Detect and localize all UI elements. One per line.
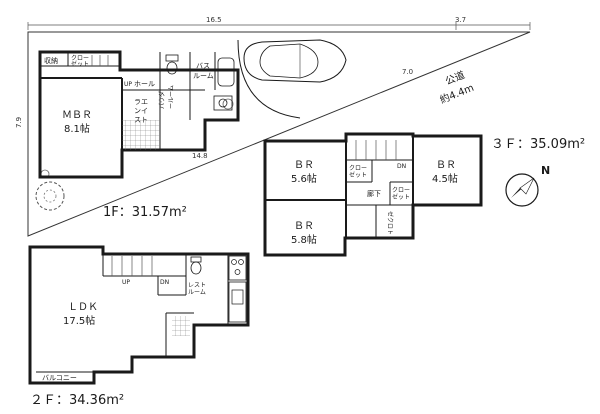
room-walkin-1: ラエ xyxy=(134,98,148,106)
floor-1: 収納 クロー ゼット ＭＢＲ 8.1帖 UP ホール バス ルーム ラエ ンイ … xyxy=(38,50,240,220)
room-walkin-3: スト xyxy=(134,116,148,124)
room-closet-3f-b1: クロー xyxy=(392,187,410,194)
room-powder-1: パウダ xyxy=(158,91,166,109)
room-closet-3f-c: ゼクロト xyxy=(386,211,394,235)
label-dn-2f: DN xyxy=(160,279,169,286)
dim-left: 7.9 xyxy=(15,117,23,128)
label-dn-3f: DN xyxy=(397,163,406,170)
stairs-3f xyxy=(355,140,397,160)
stove-icon xyxy=(228,255,247,281)
compass-icon: N xyxy=(505,164,550,207)
room-storage-1f: 収納 xyxy=(44,56,58,65)
room-mbr: ＭＢＲ xyxy=(62,110,92,121)
floor-2: ＬＤＫ 17.5帖 UP DN レスト ルーム バルコニー ２Ｆ：34.36m² xyxy=(28,245,250,408)
dim-diagonal: 14.8 xyxy=(192,152,208,160)
room-rest-2: ルーム xyxy=(188,289,206,296)
room-walkin-2: ンイ xyxy=(134,107,148,115)
room-br3-size: 5.8帖 xyxy=(291,233,317,246)
label-up-2f: UP xyxy=(122,279,130,286)
kitchen-counter xyxy=(228,281,247,323)
dim-top-right: 3.7 xyxy=(455,16,466,24)
sink-icon xyxy=(213,95,233,111)
room-closet-1f-b: ゼット xyxy=(71,60,89,68)
room-br2: ＢＲ xyxy=(436,160,456,171)
floor-3: ＢＲ 5.6帖 ＢＲ 4.5帖 ＢＲ 5.8帖 クロー ゼット クロー ゼット … xyxy=(263,132,585,257)
room-mbr-size: 8.1帖 xyxy=(64,122,90,135)
bathtub-icon xyxy=(217,57,235,87)
room-ldk: ＬＤＫ xyxy=(68,302,98,313)
room-bath-2: ルーム xyxy=(193,72,214,80)
room-powder-2: ールーム xyxy=(168,85,175,109)
room-closet-3f-a2: ゼット xyxy=(349,171,367,179)
toilet-icon xyxy=(165,54,179,75)
label-up-1f: UP xyxy=(124,81,132,88)
room-closet-3f-a1: クロー xyxy=(349,165,367,172)
floor-3-area: ３Ｆ：35.09m² xyxy=(491,137,585,152)
tree-icon xyxy=(35,181,65,211)
room-br3: ＢＲ xyxy=(294,221,314,232)
site-lot: 16.5 3.7 7.0 7.9 14.8 公道 約4.4m xyxy=(15,16,531,237)
room-br1: ＢＲ xyxy=(294,160,314,171)
site-boundary xyxy=(27,31,531,237)
dim-road-side: 7.0 xyxy=(402,68,413,76)
toilet-icon xyxy=(190,256,202,275)
floor-2-area: ２Ｆ：34.36m² xyxy=(30,393,124,408)
room-corridor: 廊下 xyxy=(367,189,381,198)
compass-north: N xyxy=(541,164,550,177)
car-icon xyxy=(243,39,347,83)
room-ldk-size: 17.5帖 xyxy=(63,314,95,327)
room-br1-size: 5.6帖 xyxy=(291,172,317,185)
floor-1-area: 1F：31.57m² xyxy=(103,205,187,220)
stairs-1f xyxy=(91,55,109,66)
road-width: 約4.4m xyxy=(438,81,476,106)
room-closet-3f-b2: ゼット xyxy=(392,193,410,201)
room-balcony: バルコニー xyxy=(42,374,77,382)
road-label: 公道 xyxy=(443,68,466,88)
room-rest-1: レスト xyxy=(188,282,206,289)
room-bath-1: バス xyxy=(196,62,210,70)
dim-top: 16.5 xyxy=(206,16,222,24)
room-hall: ホール xyxy=(134,80,155,88)
room-closet-1f-a: クロー xyxy=(71,55,89,62)
stairs-2f xyxy=(111,256,153,276)
room-br2-size: 4.5帖 xyxy=(432,172,458,185)
